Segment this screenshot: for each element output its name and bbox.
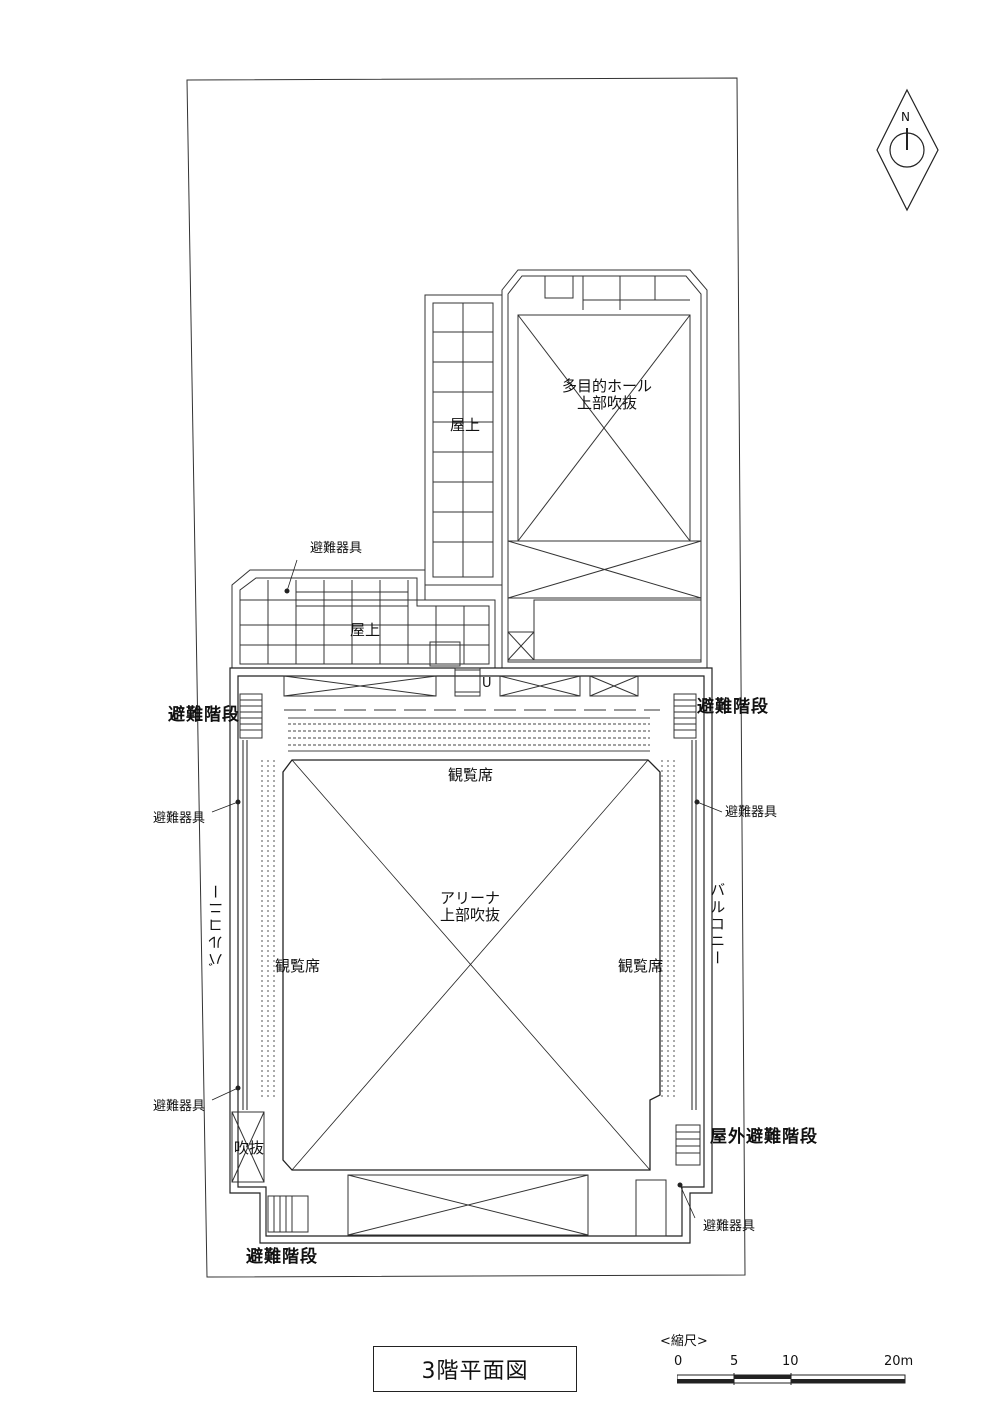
seating-north-label: 観覧席 xyxy=(448,766,494,784)
south-block xyxy=(231,1111,667,1237)
arena-void xyxy=(282,759,661,1171)
compass-north-label: N xyxy=(901,110,910,124)
scale-title: <縮尺> xyxy=(660,1334,708,1349)
evac-stairs-label-sw: 避難階段 xyxy=(246,1247,318,1267)
rooftop-north-label: 屋上 xyxy=(450,416,481,434)
seating-east-label: 観覧席 xyxy=(618,957,664,975)
arena-building-walls xyxy=(229,667,713,1244)
evac-equipment-label-top: 避難器具 xyxy=(310,541,363,556)
north-corridor xyxy=(283,667,660,711)
balcony-east-label: バルコニー xyxy=(708,882,727,967)
north-seating-rows xyxy=(288,717,650,752)
site-boundary xyxy=(186,77,746,1278)
void-label: 吹抜 xyxy=(234,1139,265,1157)
north-arrow-icon xyxy=(876,88,939,212)
evac-equipment-label-left-upper: 避難器具 xyxy=(153,811,206,826)
leader-lines xyxy=(211,559,723,1219)
evac-stairs-label-nw: 避難階段 xyxy=(168,705,240,725)
scale-tick-5: 5 xyxy=(730,1354,739,1369)
arena-label: アリーナ 上部吹抜 xyxy=(440,889,501,925)
balconies xyxy=(242,740,697,1110)
outdoor-evac-stairs-label: 屋外避難階段 xyxy=(710,1127,818,1147)
evac-equipment-label-right-lower: 避難器具 xyxy=(703,1219,756,1234)
evac-equipment-label-right-upper: 避難器具 xyxy=(725,805,778,820)
scale-tick-0: 0 xyxy=(674,1354,683,1369)
drawing-title-text: 3階平面図 xyxy=(421,1359,529,1384)
stair-cores xyxy=(239,669,701,1233)
seating-west-label: 観覧席 xyxy=(275,957,321,975)
drawing-title: 3階平面図 xyxy=(373,1346,577,1392)
scale-bar: <縮尺> 0 5 10 20m xyxy=(660,1334,920,1405)
west-rooftop-block xyxy=(231,569,496,669)
balcony-west-label: バルコニー xyxy=(207,882,225,967)
scale-tick-20m: 20m xyxy=(884,1354,914,1369)
scale-bar-graphic xyxy=(677,1373,906,1385)
multipurpose-hall-block xyxy=(501,269,708,669)
scale-tick-10: 10 xyxy=(782,1354,799,1369)
side-seating xyxy=(261,760,675,1100)
evac-equipment-label-left-lower: 避難器具 xyxy=(153,1099,206,1114)
multipurpose-hall-label: 多目的ホール 上部吹抜 xyxy=(562,377,653,413)
rooftop-west-label: 屋上 xyxy=(350,621,381,639)
door-mark: U xyxy=(482,676,492,691)
evac-stairs-label-ne: 避難階段 xyxy=(697,697,769,717)
rooftop-strip xyxy=(424,294,503,586)
